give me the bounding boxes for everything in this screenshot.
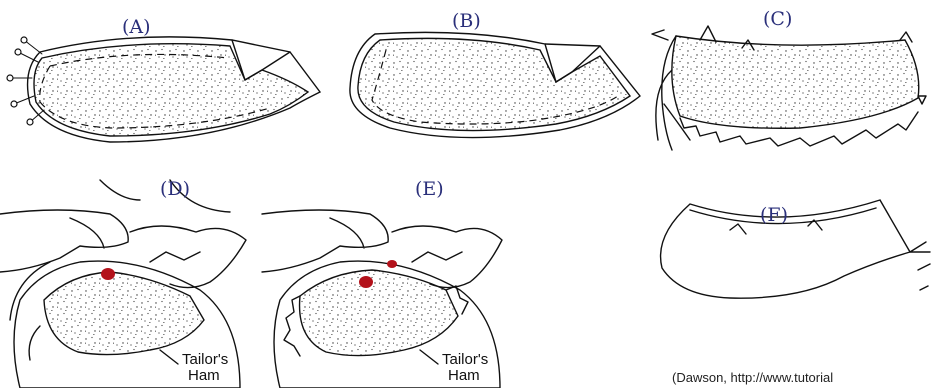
panel-d-label: (D) xyxy=(160,178,190,200)
panel-e-label: (E) xyxy=(415,178,444,200)
source-credit: (Dawson, http://www.tutorial xyxy=(672,370,833,385)
panel-c-label: (C) xyxy=(763,8,792,30)
panel-f-drawing xyxy=(661,200,930,298)
panel-d-finger-mark xyxy=(101,268,115,280)
panel-a-label: (A) xyxy=(122,16,151,38)
panel-a-drawing xyxy=(7,37,320,142)
panel-e-ham-line1: Tailor's xyxy=(442,352,488,368)
panel-d-ham-line2: Ham xyxy=(182,368,228,384)
panel-f-label: (F) xyxy=(760,204,788,226)
panel-e-tailors-ham-label: Tailor's Ham xyxy=(442,352,488,384)
panel-e-finger-mark-1 xyxy=(359,276,373,288)
panel-d-ham-line1: Tailor's xyxy=(182,352,228,368)
panel-e-finger-mark-2 xyxy=(387,260,397,268)
panel-d-tailors-ham-label: Tailor's Ham xyxy=(182,352,228,384)
panel-f-right-extension xyxy=(910,242,930,290)
panel-e-ham-line2: Ham xyxy=(442,368,488,384)
panel-c-fabric xyxy=(672,36,919,128)
panel-c-drawing xyxy=(652,26,926,150)
panel-b-drawing xyxy=(350,32,640,137)
panel-b-label: (B) xyxy=(452,10,481,32)
panel-c-right-notch xyxy=(918,96,926,104)
